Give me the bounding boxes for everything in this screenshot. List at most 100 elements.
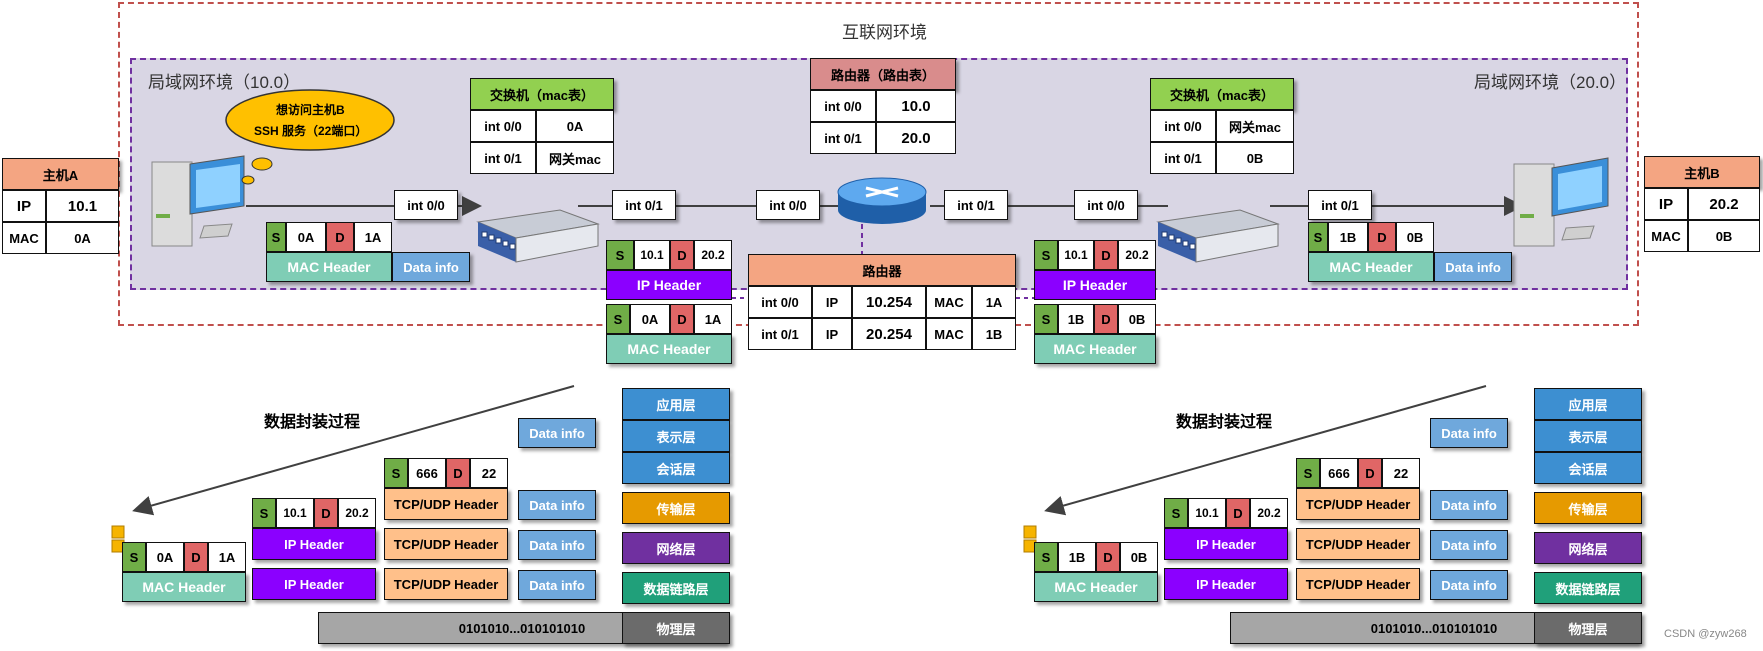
frame-a-s: S	[266, 222, 286, 252]
frame-b-d: D	[1368, 222, 1396, 252]
midL-ipsv: 10.1	[634, 240, 670, 270]
encapL-tcp-h1: TCP/UDP Header	[384, 488, 508, 520]
encap-right-label: 数据封装过程	[1176, 414, 1273, 431]
midR-ipdv: 20.2	[1118, 240, 1156, 270]
router-info-r1-iplbl: IP	[812, 286, 852, 318]
layer-session: 会话层	[1534, 452, 1642, 484]
layer-application: 应用层	[1534, 388, 1642, 420]
encapR-tcp-h3: TCP/UDP Header	[1296, 568, 1420, 600]
encap-left-label: 数据封装过程	[264, 414, 361, 431]
encapL-ip-sv: 10.1	[276, 498, 314, 528]
frame-b-mac: MAC Header	[1308, 252, 1434, 282]
router-info-title: 路由器	[748, 254, 1016, 286]
encapL-mac-dv: 1A	[208, 542, 246, 572]
midL-d: D	[670, 304, 694, 334]
frame-b-sv: 1B	[1328, 222, 1368, 252]
speech-line1: 想访问主机B	[276, 103, 345, 117]
router-table-r1-port: int 0/0	[810, 90, 876, 122]
switch-left-r2-mac: 网关mac	[536, 142, 614, 174]
switch-left-title: 交换机（mac表）	[470, 78, 614, 110]
encapL-tcp-h2: TCP/UDP Header	[384, 528, 508, 560]
hostB-mac-key: MAC	[1644, 220, 1688, 252]
encapL-mac-sv: 0A	[146, 542, 184, 572]
midL-ipd: D	[670, 240, 694, 270]
midR-ipd: D	[1094, 240, 1118, 270]
layer-datalink: 数据链路层	[622, 572, 730, 604]
layer-network: 网络层	[622, 532, 730, 564]
hostA-mac-key: MAC	[2, 222, 46, 254]
port-label: int 0/1	[1308, 190, 1372, 220]
encapR-ip-h2: IP Header	[1164, 568, 1288, 600]
encapL-ip-h2: IP Header	[252, 568, 376, 600]
encapR-tcp-h1: TCP/UDP Header	[1296, 488, 1420, 520]
hostB-mac-val: 0B	[1688, 220, 1760, 252]
frame-a-sv: 0A	[286, 222, 326, 252]
midR-ips: S	[1034, 240, 1058, 270]
encapR-mac-sv: 1B	[1058, 542, 1096, 572]
frame-b-dv: 0B	[1396, 222, 1434, 252]
hostA-title: 主机A	[2, 158, 119, 190]
layer-network: 网络层	[1534, 532, 1642, 564]
encapR-data-1: Data info	[1430, 490, 1508, 520]
encapL-mac-d: D	[184, 542, 208, 572]
encapR-ip-s: S	[1164, 498, 1188, 528]
switch-right-r2-mac: 0B	[1216, 142, 1294, 174]
router-info-r2-mac: 1B	[972, 318, 1016, 350]
layer-physical: 物理层	[622, 612, 730, 644]
layer-transport: 传输层	[622, 492, 730, 524]
router-table-title: 路由器（路由表）	[810, 58, 956, 90]
encapR-mac-h: MAC Header	[1034, 572, 1158, 602]
encapR-mac-dv: 0B	[1120, 542, 1158, 572]
layer-application: 应用层	[622, 388, 730, 420]
router-info-r2-ip: 20.254	[852, 318, 926, 350]
frame-a-dv: 1A	[354, 222, 392, 252]
encapR-data-top: Data info	[1430, 418, 1508, 448]
layer-presentation: 表示层	[1534, 420, 1642, 452]
layer-datalink: 数据链路层	[1534, 572, 1642, 604]
encapR-mac-s: S	[1034, 542, 1058, 572]
lan-right-label: 局域网环境（20.0）	[1474, 73, 1627, 92]
encapR-ip-sv: 10.1	[1188, 498, 1226, 528]
midR-ipsv: 10.1	[1058, 240, 1094, 270]
router-table-r1-net: 10.0	[876, 90, 956, 122]
hostB-ip-val: 20.2	[1688, 188, 1760, 220]
midL-s: S	[606, 304, 630, 334]
midL-mac-header: MAC Header	[606, 334, 732, 364]
port-label: int 0/0	[394, 190, 458, 220]
midR-sv: 1B	[1058, 304, 1094, 334]
router-info-r2-iplbl: IP	[812, 318, 852, 350]
watermark: CSDN @zyw268	[1664, 628, 1747, 640]
midL-ipdv: 20.2	[694, 240, 732, 270]
layer-session: 会话层	[622, 452, 730, 484]
encapL-tcp-s: S	[384, 458, 408, 488]
midR-d: D	[1094, 304, 1118, 334]
encapR-tcp-dv: 22	[1382, 458, 1420, 488]
encapR-ip-d: D	[1226, 498, 1250, 528]
router-info-r2-port: int 0/1	[748, 318, 812, 350]
hostB-title: 主机B	[1644, 156, 1760, 188]
midL-ip-header: IP Header	[606, 270, 732, 300]
hostA-ip-key: IP	[2, 190, 46, 222]
router-info-r1-maclbl: MAC	[926, 286, 972, 318]
hostA-ip-val: 10.1	[46, 190, 119, 222]
switch-left-r1-port: int 0/0	[470, 110, 536, 142]
midR-mac-header: MAC Header	[1034, 334, 1156, 364]
lan-left-label: 局域网环境（10.0）	[148, 73, 301, 92]
encapL-ip-s: S	[252, 498, 276, 528]
router-table-r2-port: int 0/1	[810, 122, 876, 154]
router-info-r1-ip: 10.254	[852, 286, 926, 318]
switch-right-r1-mac: 网关mac	[1216, 110, 1294, 142]
router-info-r1-port: int 0/0	[748, 286, 812, 318]
layer-physical: 物理层	[1534, 612, 1642, 644]
midL-sv: 0A	[630, 304, 670, 334]
encapL-ip-dv: 20.2	[338, 498, 376, 528]
midR-dv: 0B	[1118, 304, 1156, 334]
switch-left-r2-port: int 0/1	[470, 142, 536, 174]
layer-transport: 传输层	[1534, 492, 1642, 524]
switch-right-r1-port: int 0/0	[1150, 110, 1216, 142]
frame-a-data: Data info	[392, 252, 470, 282]
router-table-r2-net: 20.0	[876, 122, 956, 154]
encapL-data-1: Data info	[518, 490, 596, 520]
port-label: int 0/0	[756, 190, 820, 220]
